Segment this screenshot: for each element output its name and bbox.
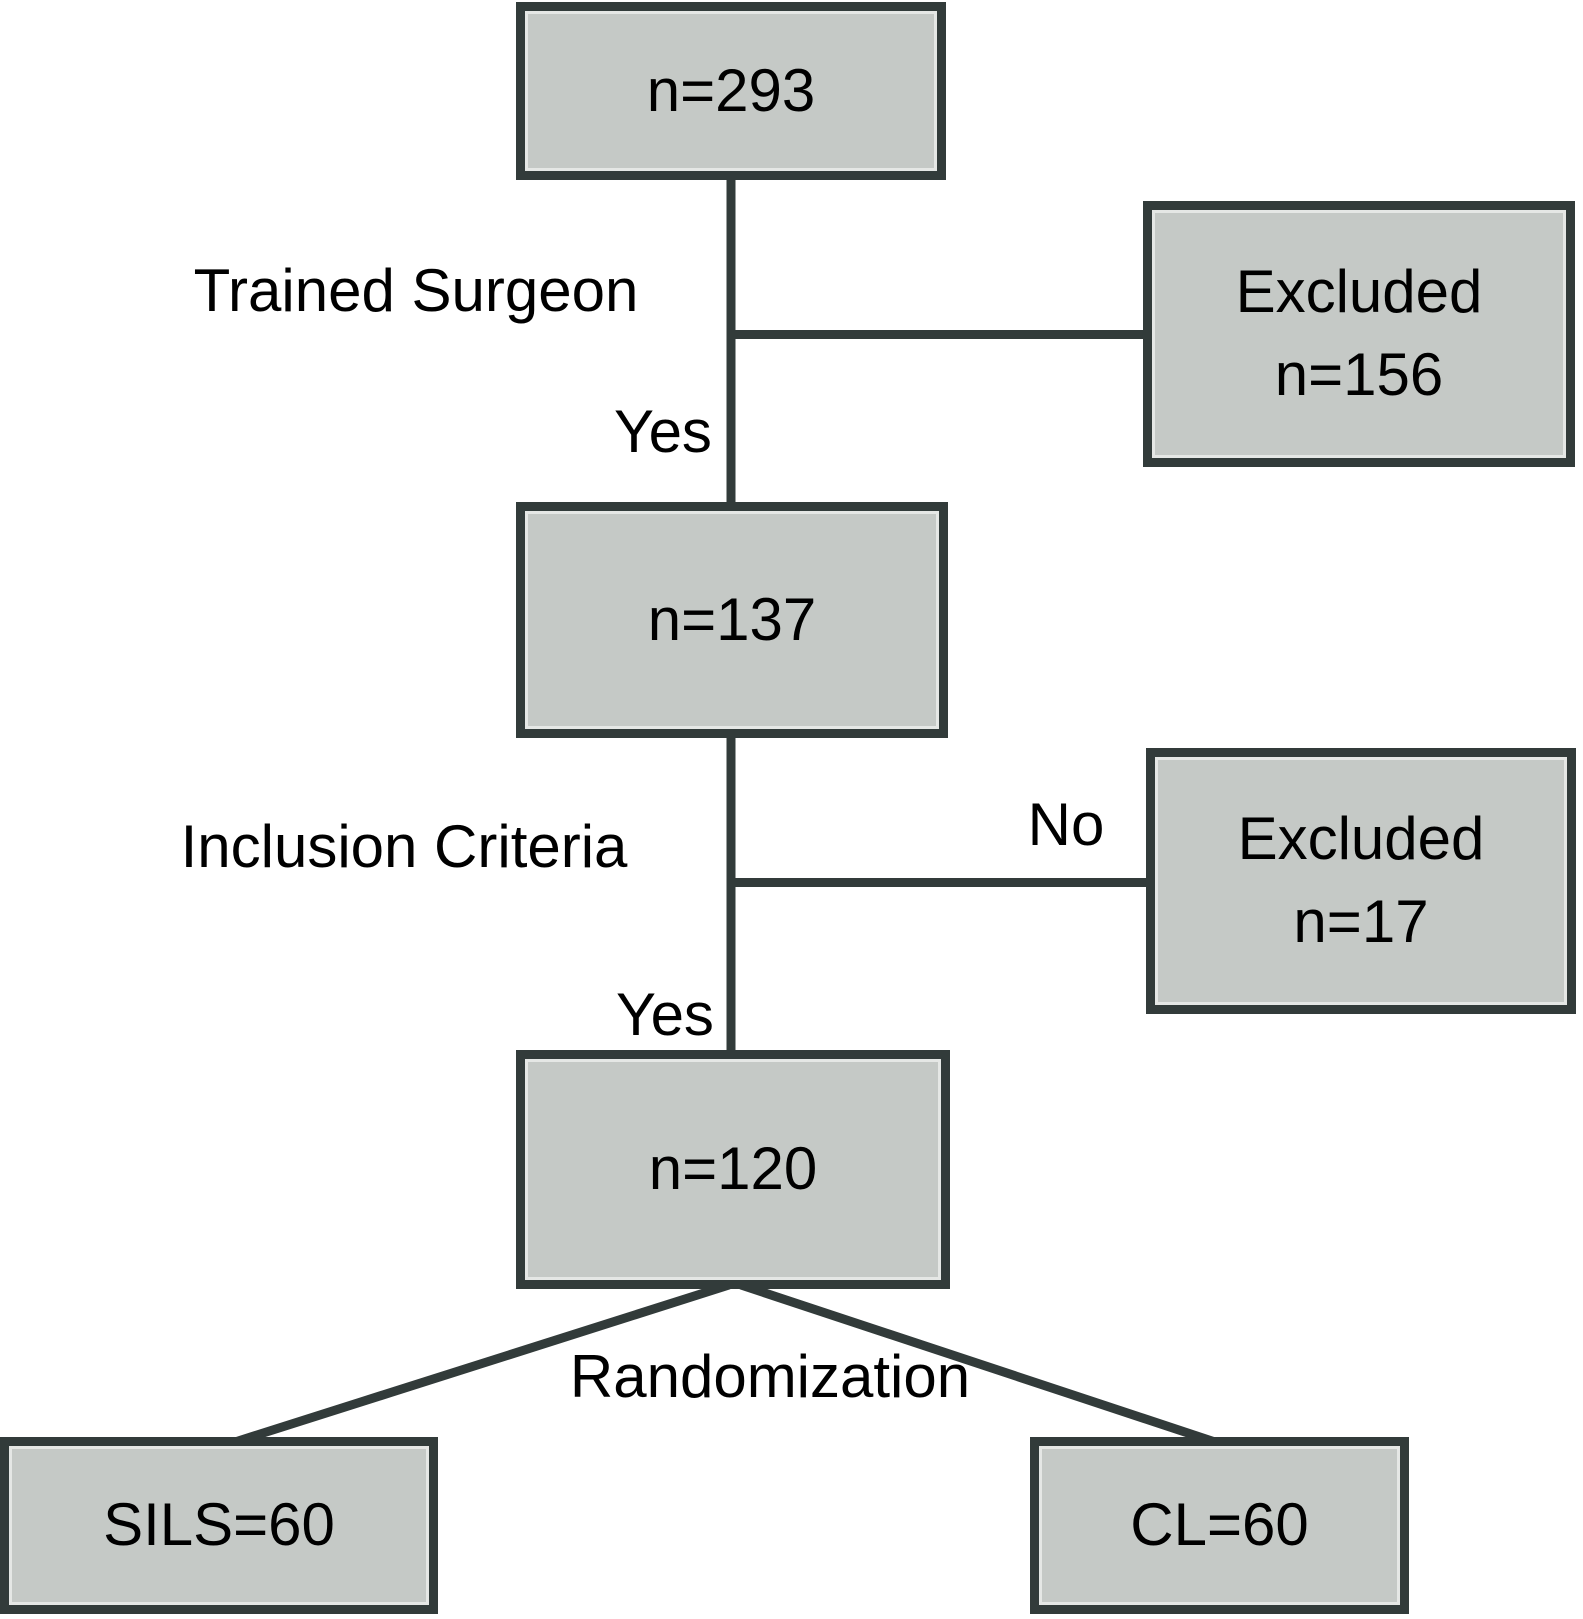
decision-label-inclusion-criteria: Inclusion Criteria <box>180 813 628 880</box>
edge-n120-to-cl <box>739 1280 1217 1447</box>
node-cl-arm: CL=60 <box>1030 1437 1409 1614</box>
node-excluded-trained-line2: n=156 <box>1274 341 1444 408</box>
branch-label-yes-trained: Yes <box>614 398 712 465</box>
node-n120: n=120 <box>516 1050 950 1289</box>
branch-label-yes-inclusion: Yes <box>616 981 714 1048</box>
node-excluded-inclusion: Excluded n=17 <box>1146 748 1576 1014</box>
edge-n120-to-sils <box>233 1280 731 1447</box>
node-n137: n=137 <box>516 502 948 738</box>
node-excluded-inclusion-line2: n=17 <box>1293 888 1429 955</box>
branch-label-no-inclusion: No <box>1027 791 1105 858</box>
process-label-randomization: Randomization <box>569 1343 971 1410</box>
node-excluded-trained-line1: Excluded <box>1235 258 1483 326</box>
node-excluded-inclusion-line1: Excluded <box>1237 805 1485 873</box>
node-n137-label: n=137 <box>647 585 817 653</box>
node-n293: n=293 <box>516 2 946 180</box>
node-sils-label: SILS=60 <box>103 1491 335 1559</box>
node-cl-label: CL=60 <box>1130 1491 1309 1559</box>
node-n293-label: n=293 <box>646 56 816 124</box>
node-excluded-trained: Excluded n=156 <box>1143 201 1575 467</box>
node-n120-label: n=120 <box>648 1135 818 1203</box>
decision-label-trained-surgeon: Trained Surgeon <box>193 257 639 324</box>
node-sils-arm: SILS=60 <box>0 1437 438 1614</box>
